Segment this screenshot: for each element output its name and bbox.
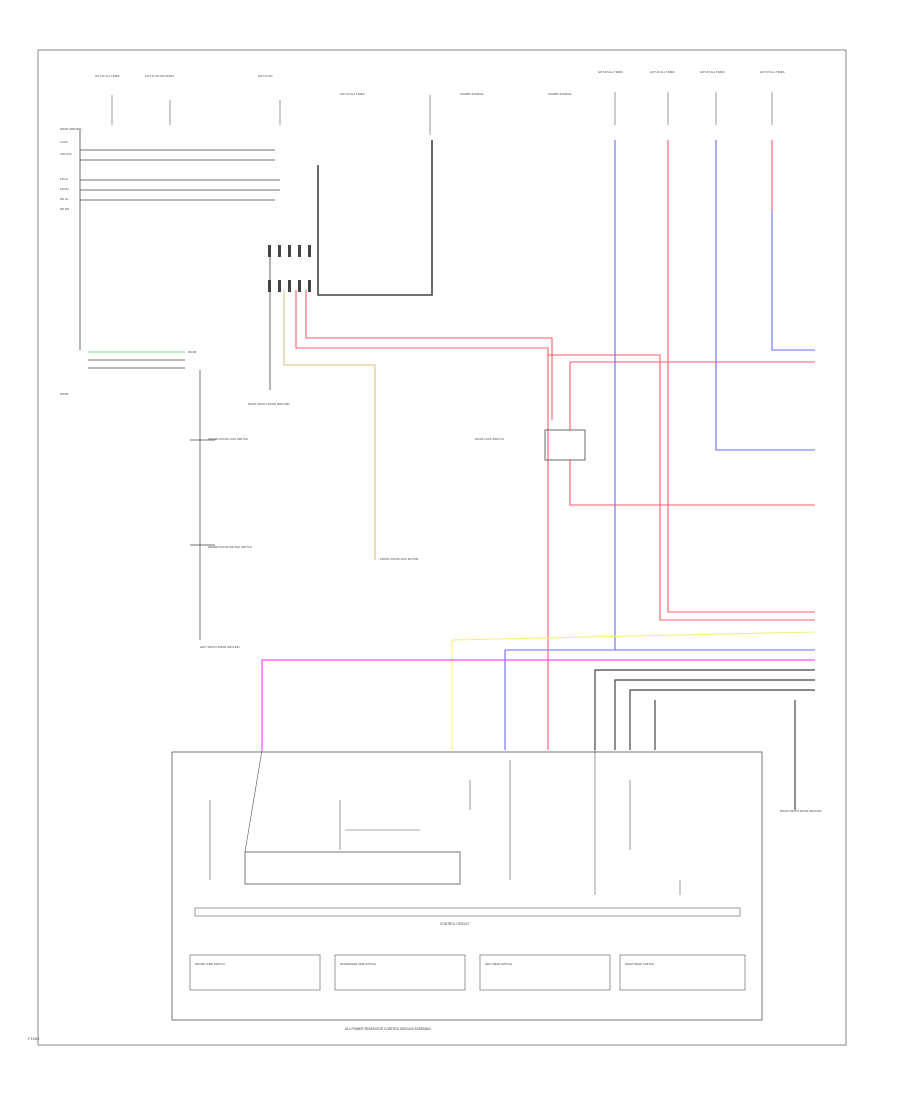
mid-relay: [544, 429, 586, 461]
control-circuit-label: CONTROL CIRCUIT: [440, 922, 469, 926]
connector-pins: [268, 245, 311, 292]
module-internal-lines: [209, 749, 681, 895]
switch-label-2: DRIVER DOOR UNLOCK SWITCH: [208, 545, 252, 549]
left-label-2: LOCK: [60, 140, 68, 144]
left-label-5: FR RH: [60, 187, 69, 191]
right-black-wires: [594, 669, 815, 810]
left-label-1: DOOR (DRIVER): [60, 127, 82, 131]
fuse-label-6: HOT AT ALL TIMES: [700, 70, 725, 74]
red-wires: [295, 140, 815, 750]
fuse-label-1: HOT AT ALL TIMES: [95, 74, 120, 78]
fuse-label-5: HOT AT ALL TIMES: [650, 70, 675, 74]
ground-label-1: LEFT FRONT DOOR GROUND: [200, 645, 240, 649]
bottom-switch-1: DRIVER SIDE SWITCH: [195, 962, 225, 966]
fuse-label-7: HOT AT ALL TIMES: [760, 70, 785, 74]
left-label-3: UNLOCK: [60, 152, 72, 156]
left-label-7: RR RH: [60, 207, 69, 211]
bottom-switch-3: LEFT REAR SWITCH: [485, 962, 512, 966]
black-wire-top: [317, 140, 433, 296]
ground-label-3: RIGHT FRONT DOOR GROUND: [780, 809, 821, 813]
top-center-label-3: POWER SOURCE: [548, 92, 571, 96]
tan-wire: [283, 290, 376, 560]
top-center-label-2: POWER SOURCE: [460, 92, 483, 96]
top-center-label: HOT AT ALL TIMES: [340, 92, 365, 96]
fuse-label-group: HOT AT ALL TIMES HOT IN ON OR START HOT …: [95, 70, 785, 78]
connector-label-green: DOOR: [188, 350, 196, 354]
left-label-4: FR LH: [60, 177, 68, 181]
fuse-ticks: [111, 92, 773, 135]
switch-label-1: DRIVER DOOR LOCK SWITCH: [208, 437, 248, 441]
module-box: [171, 751, 763, 1021]
yellow-wire-h: [451, 631, 816, 641]
module-inner-box: [244, 851, 461, 885]
magenta-wire: [261, 659, 815, 750]
bottom-switch-4: RIGHT REAR SWITCH: [625, 962, 654, 966]
control-circuit-bar: [194, 907, 741, 917]
left-label-6: RR LH: [60, 197, 68, 201]
bottom-switch-2: PASSENGER SIDE SWITCH: [340, 962, 376, 966]
footer-code: F1069: [28, 1036, 40, 1041]
blue-wires: [504, 140, 815, 750]
ground-label-2: RIGHT FRONT DOOR GROUND: [248, 402, 289, 406]
left-lower-wires: [88, 359, 215, 640]
bottom-switches: [189, 954, 746, 991]
fuse-label-3: HOT IN ON: [258, 74, 272, 78]
module-label: ALL POWER SEAT/DOOR CONTROL MODULE ASSEM…: [345, 1027, 432, 1031]
switch-label-3: FRONT DOOR LOCK MOTOR: [380, 557, 418, 561]
fuse-label-4: HOT AT ALL TIMES: [598, 70, 623, 74]
left-module-label: DOOR: [60, 392, 68, 396]
left-black-wires: [79, 130, 280, 390]
left-label-group: DOOR (DRIVER) LOCK UNLOCK FR LH FR RH RR…: [60, 127, 82, 211]
relay-label: DOOR LOCK SWITCH: [475, 437, 504, 441]
fuse-label-2: HOT IN ON OR START: [145, 74, 174, 78]
diagram-frame: [37, 49, 847, 1046]
